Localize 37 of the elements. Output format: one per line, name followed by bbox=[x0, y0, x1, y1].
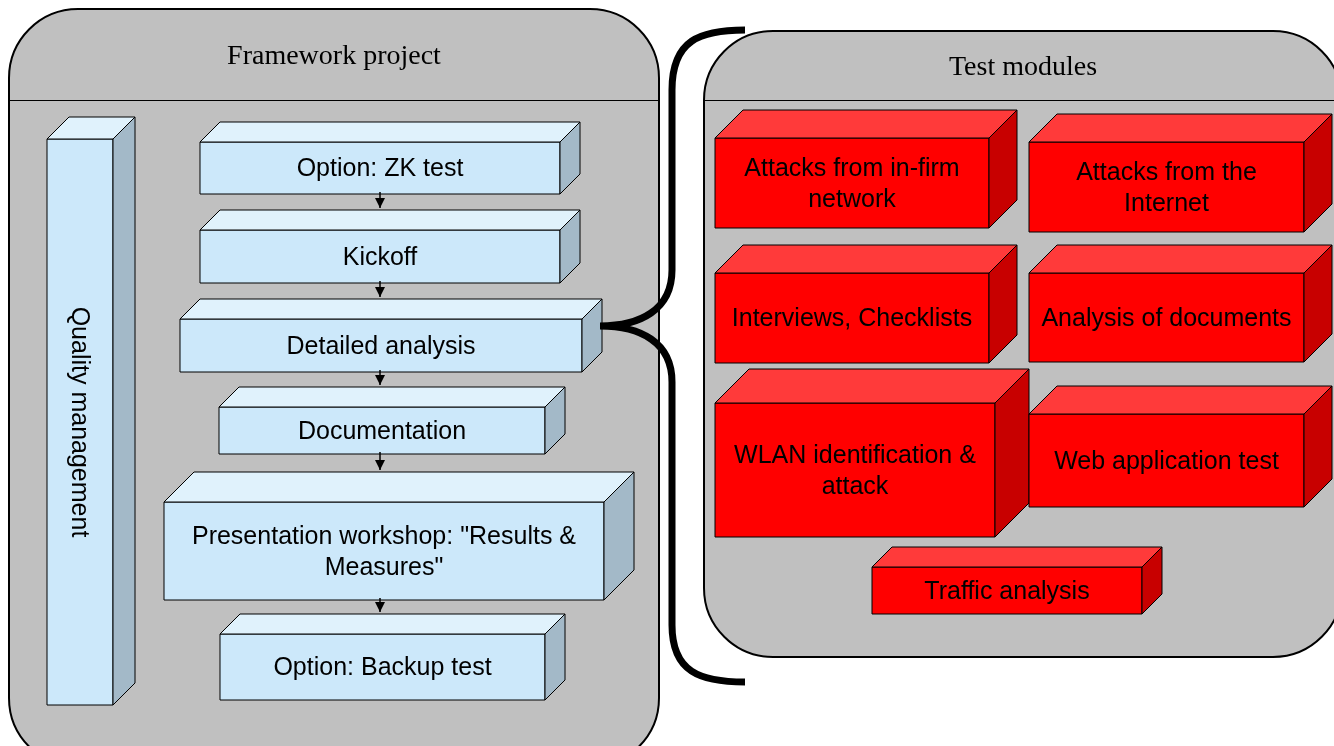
box-label: Web application test bbox=[1054, 444, 1279, 476]
box-label: Presentation workshop: "Results & Measures" bbox=[190, 519, 578, 582]
process-box bbox=[47, 117, 135, 705]
process-box bbox=[200, 122, 580, 194]
box-label: Attacks from the Internet bbox=[1075, 155, 1258, 218]
box-label: Option: Backup test bbox=[273, 651, 492, 683]
process-box bbox=[220, 614, 565, 700]
process-box bbox=[715, 245, 1017, 363]
box-label: WLAN identification & attack bbox=[733, 438, 977, 501]
process-box bbox=[1029, 386, 1332, 507]
box-label: Option: ZK test bbox=[296, 152, 464, 184]
arrow bbox=[374, 597, 386, 613]
box-label: Attacks from in-firm network bbox=[743, 151, 961, 214]
box-label: Quality management bbox=[65, 306, 96, 538]
arrow bbox=[374, 451, 386, 471]
process-box bbox=[1029, 245, 1332, 362]
process-box bbox=[872, 547, 1162, 614]
process-box bbox=[164, 472, 634, 600]
arrow bbox=[374, 191, 386, 209]
process-box bbox=[219, 387, 565, 454]
process-box bbox=[1029, 114, 1332, 232]
box-label: Analysis of documents bbox=[1041, 301, 1292, 333]
group-panel bbox=[8, 8, 660, 746]
arrow bbox=[374, 369, 386, 386]
panel-title: Framework project bbox=[226, 39, 442, 71]
group-panel bbox=[703, 30, 1334, 658]
arrow bbox=[374, 280, 386, 298]
process-box bbox=[715, 110, 1017, 228]
box-label: Traffic analysis bbox=[924, 574, 1090, 606]
process-box bbox=[715, 369, 1029, 537]
process-box bbox=[200, 210, 580, 283]
box-label: Interviews, Checklists bbox=[731, 302, 973, 334]
box-label: Detailed analysis bbox=[286, 329, 476, 361]
box-label: Kickoff bbox=[342, 240, 418, 272]
panel-title: Test modules bbox=[947, 50, 1099, 82]
process-box bbox=[180, 299, 602, 372]
box-label: Documentation bbox=[297, 414, 467, 446]
